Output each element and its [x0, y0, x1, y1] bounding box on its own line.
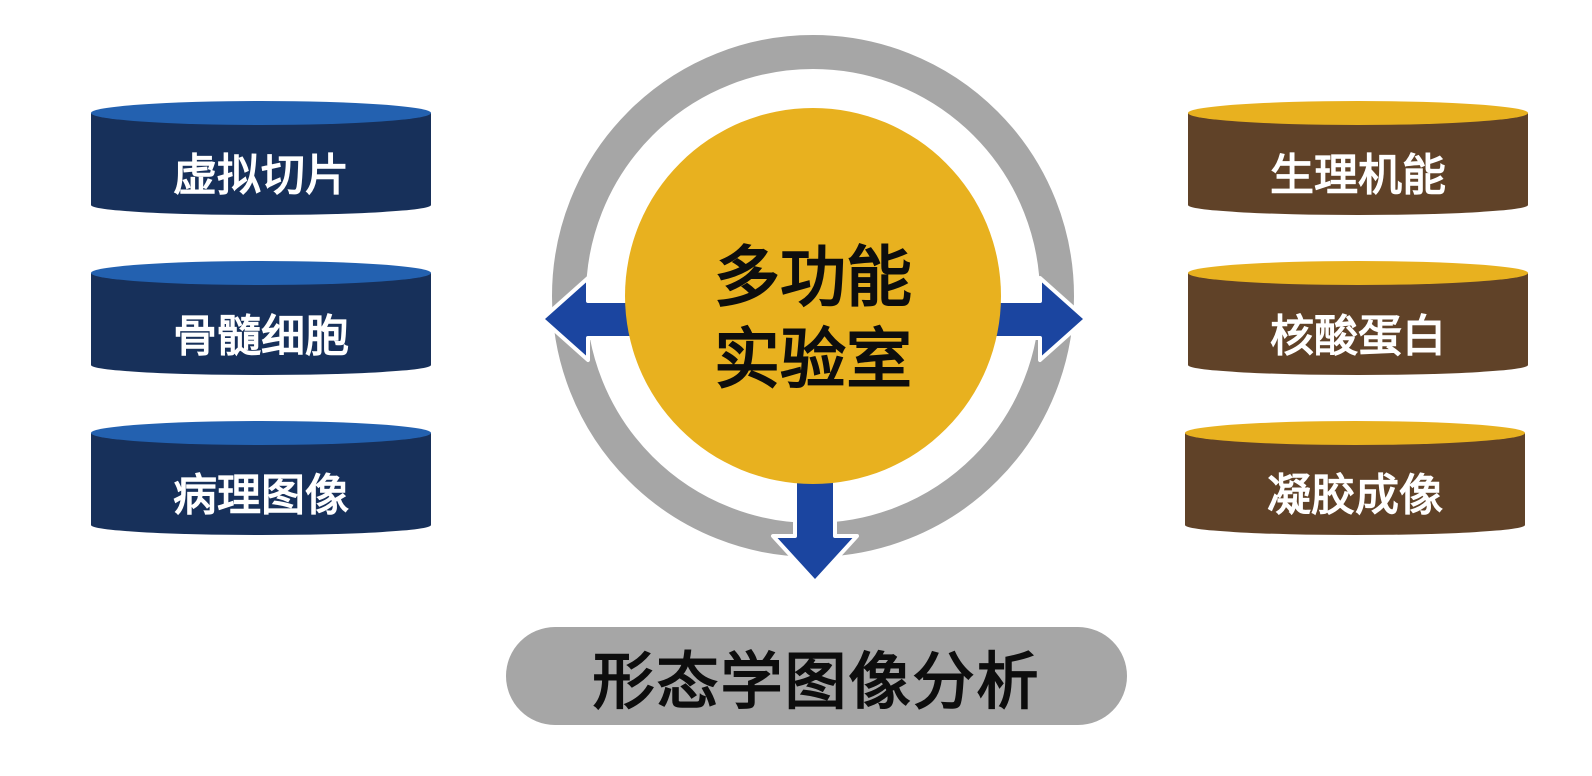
cylinder-body [1185, 433, 1525, 535]
cylinder-body [1188, 113, 1528, 215]
right-cylinder-1: 生理机能 [1188, 101, 1528, 215]
cylinder-body [1188, 273, 1528, 375]
cylinder-top [1185, 421, 1525, 445]
cylinder-label: 凝胶成像 [1267, 470, 1443, 521]
center-title-line1: 多功能 [714, 239, 912, 316]
cylinder-top [1188, 101, 1528, 125]
cylinder-body [91, 433, 431, 535]
left-cylinder-1: 虚拟切片 [91, 101, 431, 215]
center-title-line2: 实验室 [714, 321, 912, 398]
cylinder-label: 病理图像 [173, 470, 349, 521]
cylinder-label: 生理机能 [1270, 150, 1446, 201]
right-cylinder-3: 凝胶成像 [1185, 421, 1525, 535]
cylinder-top [1188, 261, 1528, 285]
cylinder-label: 核酸蛋白 [1270, 311, 1446, 362]
left-cylinder-2: 骨髓细胞 [91, 261, 431, 375]
bottom-label: 形态学图像分析 [592, 645, 1041, 718]
left-cylinder-3: 病理图像 [91, 421, 431, 535]
cylinder-top [91, 101, 431, 125]
cylinder-body [91, 273, 431, 375]
cylinder-label: 骨髓细胞 [173, 311, 349, 362]
cylinder-top [91, 261, 431, 285]
cylinder-top [91, 421, 431, 445]
bottom-pill: 形态学图像分析 [506, 627, 1127, 725]
right-cylinder-2: 核酸蛋白 [1188, 261, 1528, 375]
cylinder-label: 虚拟切片 [173, 150, 349, 201]
center-circle [625, 108, 1001, 484]
cylinder-body [91, 113, 431, 215]
